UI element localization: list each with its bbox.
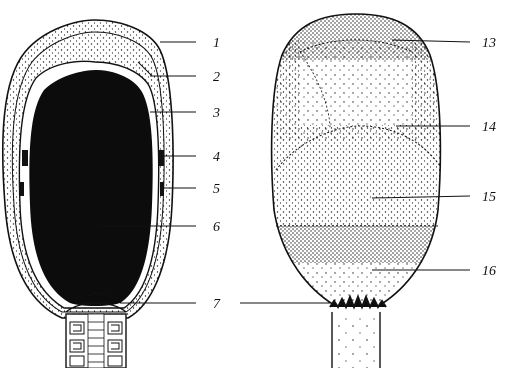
label-15: 15 — [482, 190, 496, 205]
label-5: 5 — [213, 182, 220, 197]
label-13: 13 — [482, 36, 496, 51]
right-tail — [332, 312, 380, 368]
right-view: 13 14 15 16 — [260, 0, 496, 368]
label-7: 7 — [213, 297, 221, 312]
label-4: 4 — [213, 150, 220, 165]
nucleus — [29, 70, 152, 306]
label-1: 1 — [213, 36, 220, 51]
label-16: 16 — [482, 264, 496, 279]
label-3: 3 — [212, 106, 220, 121]
label-2: 2 — [213, 70, 220, 85]
label-6: 6 — [213, 220, 220, 235]
midpiece — [66, 314, 126, 368]
label-14: 14 — [482, 120, 496, 135]
